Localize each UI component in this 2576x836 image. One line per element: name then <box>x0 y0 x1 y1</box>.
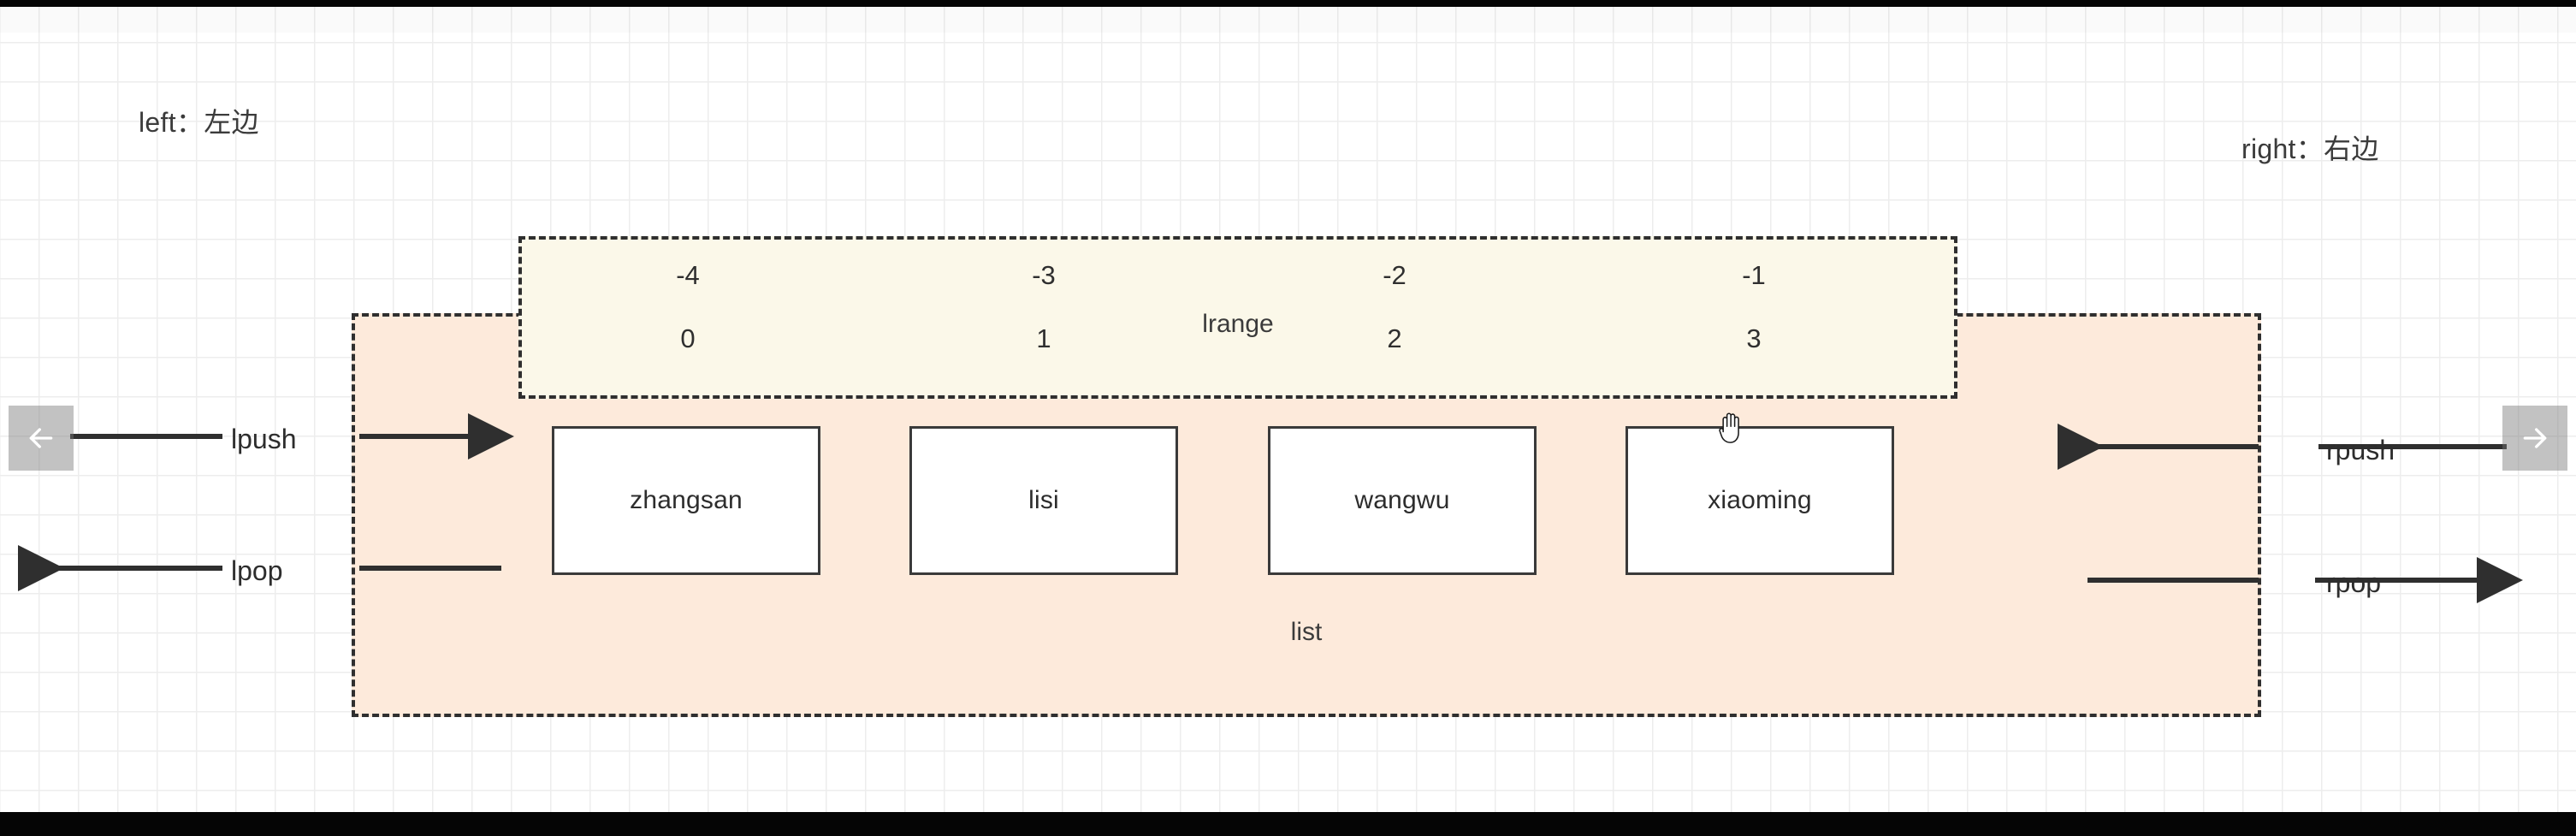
list-item[interactable]: wangwu <box>1268 426 1537 575</box>
list-caption: list <box>1290 618 1323 646</box>
diagram-canvas: left：左边 right：右边 list lrange -4 -3 -2 -1… <box>0 7 2576 812</box>
list-item[interactable]: lisi <box>909 426 1178 575</box>
arrow-left-icon <box>24 421 58 455</box>
index-negative-0: -4 <box>676 260 700 290</box>
bottom-chrome-bar <box>0 812 2576 836</box>
label-right-side: right：右边 <box>2241 133 2379 164</box>
rpush-label: rpush <box>2326 435 2395 465</box>
index-positive-2: 2 <box>1387 323 1402 353</box>
lrange-container: lrange -4 -3 -2 -1 0 1 2 3 <box>518 236 1957 399</box>
top-chrome-bar <box>0 0 2576 7</box>
index-negative-2: -2 <box>1383 260 1406 290</box>
index-negative-3: -1 <box>1742 260 1766 290</box>
index-positive-0: 0 <box>680 323 696 353</box>
list-item-label: wangwu <box>1354 486 1450 514</box>
previous-image-button[interactable] <box>9 406 74 471</box>
list-item-label: xiaoming <box>1708 486 1812 514</box>
list-item-label: zhangsan <box>630 486 743 514</box>
next-image-button[interactable] <box>2502 406 2567 471</box>
list-item[interactable]: zhangsan <box>552 426 820 575</box>
label-left-side: left：左边 <box>139 107 259 138</box>
index-positive-3: 3 <box>1746 323 1762 353</box>
index-negative-1: -3 <box>1032 260 1056 290</box>
list-item[interactable]: xiaoming <box>1626 426 1894 575</box>
lpop-label: lpop <box>231 555 283 586</box>
rpop-label: rpop <box>2326 567 2382 598</box>
index-positive-1: 1 <box>1036 323 1051 353</box>
arrow-right-icon <box>2518 421 2552 455</box>
list-item-label: lisi <box>1028 486 1059 514</box>
lpush-label: lpush <box>231 424 297 454</box>
